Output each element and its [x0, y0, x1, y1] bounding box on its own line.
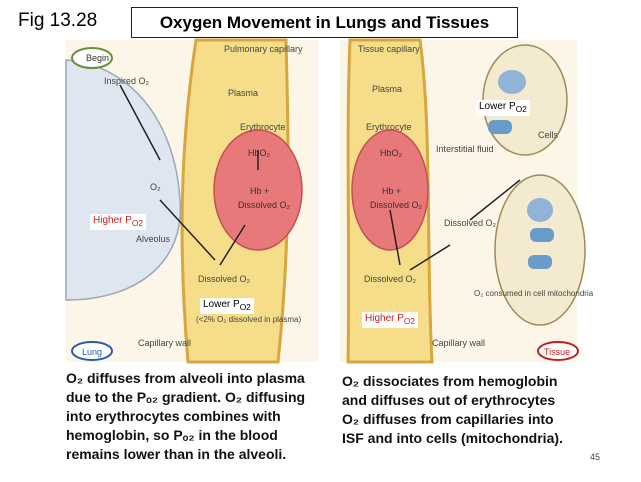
nucleus-top	[498, 70, 526, 94]
tissue-badge	[537, 341, 579, 361]
tag-lower-po2-lung-text: Lower P	[203, 299, 240, 310]
caption-left-line: hemoglobin, so Pₒ₂ in the blood	[66, 427, 278, 443]
lbl-lung-capillary-wall: Capillary wall	[138, 338, 191, 348]
tag-lower-po2-tissue-text: Lower P	[479, 101, 516, 112]
lbl-tissue-capillary: Tissue capillary	[358, 44, 420, 54]
lbl-tissue-hbo2: HbO₂	[380, 148, 403, 158]
tag-lower-po2-lung: Lower PO2	[200, 298, 254, 314]
alveolus-shape	[65, 59, 182, 301]
lbl-begin: Begin	[86, 53, 109, 63]
lbl-lung-hb-plus: Hb +	[250, 186, 269, 196]
mito-1-icon	[488, 120, 512, 134]
arrow-inspired	[119, 84, 161, 161]
tag-higher-po2-lung: Higher PO2	[90, 214, 147, 230]
lbl-lung-erythrocyte: Erythrocyte	[240, 122, 286, 132]
lbl-tissue-capillary-wall: Capillary wall	[432, 338, 485, 348]
lbl-o2-consumed: O₂ consumed in cell mitochondria	[474, 289, 594, 298]
tag-sub-1: O2	[515, 104, 527, 114]
tag-sub-2: O2	[131, 218, 144, 228]
nucleus-bottom	[527, 198, 553, 222]
lbl-tissue-erythrocyte: Erythrocyte	[366, 122, 412, 132]
caption-right-line: O₂ dissociates from hemoglobin	[342, 373, 558, 389]
lbl-isf-dissolved: Dissolved O₂	[444, 218, 497, 228]
lbl-alveolus: Alveolus	[136, 234, 171, 244]
caption-right-line: O₂ diffuses from capillaries into	[342, 411, 554, 427]
tag-higher-po2-lung-text: Higher P	[93, 215, 132, 226]
arrow-to-cell	[469, 179, 521, 221]
tag-sub-3: O2	[239, 302, 251, 312]
lbl-tissue-dissolved-rbc: Dissolved O₂	[370, 200, 423, 210]
mito-2-icon	[530, 228, 554, 242]
lbl-inspired-o2: Inspired O₂	[104, 76, 150, 86]
arrow-to-isf	[409, 244, 451, 271]
lbl-lung-hbo2: HbO₂	[248, 148, 271, 158]
tissue-panel: Tissue capillary Plasma Erythrocyte HbO₂…	[340, 38, 594, 364]
lbl-lung-dissolved-rbc: Dissolved O₂	[238, 200, 291, 210]
caption-right: O₂ dissociates from hemoglobin and diffu…	[342, 372, 563, 448]
caption-right-line: and diffuses out of erythrocytes	[342, 392, 556, 408]
page-number: 45	[590, 452, 601, 462]
lbl-cells: Cells	[538, 130, 559, 140]
lung-badge	[71, 341, 113, 361]
mito-3-icon	[528, 255, 552, 269]
tag-lower-po2-tissue: Lower PO2	[476, 100, 530, 116]
begin-badge	[71, 47, 113, 69]
lbl-lung-badge: Lung	[82, 347, 102, 357]
lung-panel: Pulmonary capillary Begin Inspired O₂ Pl…	[65, 38, 318, 364]
caption-left-line: into erythrocytes combines with	[66, 408, 281, 424]
caption-left-line: due to the Pₒ₂ gradient. O₂ diffusing	[66, 389, 306, 405]
lbl-lung-plasma: Plasma	[228, 88, 258, 98]
tag-higher-po2-tissue-text: Higher P	[365, 313, 404, 324]
lbl-tissue-plasma: Plasma	[372, 84, 402, 94]
lbl-tissue-dissolved-plasma: Dissolved O₂	[364, 274, 417, 284]
lbl-lung-dissolved: Dissolved O₂	[198, 274, 251, 284]
lbl-tissue-badge: Tissue	[544, 347, 570, 357]
lbl-tissue-hb-plus: Hb +	[382, 186, 401, 196]
tag-sub-4: O2	[403, 316, 416, 326]
arrow-to-plasma	[159, 199, 216, 261]
arrow-to-rbc	[219, 224, 246, 266]
tag-higher-po2-tissue: Higher PO2	[362, 312, 419, 328]
figure-label: Fig 13.28	[18, 10, 98, 31]
tissue-erythrocyte-shape	[351, 129, 429, 251]
lbl-interstitial: Interstitial fluid	[436, 144, 494, 154]
title-box: Oxygen Movement in Lungs and Tissues	[131, 7, 518, 38]
caption-left: O₂ diffuses from alveoli into plasma due…	[66, 369, 305, 464]
caption-right-line: ISF and into cells (mitochondria).	[342, 430, 563, 446]
slide-title: Oxygen Movement in Lungs and Tissues	[159, 12, 490, 32]
lung-erythrocyte-shape	[213, 129, 303, 251]
caption-left-line: O₂ diffuses from alveoli into plasma	[66, 370, 305, 386]
caption-left-line: remains lower than in the alveoli.	[66, 446, 287, 462]
arrow-out-rbc	[389, 209, 401, 266]
lbl-less-than-2pct: (<2% O₂ dissolved in plasma)	[196, 315, 301, 324]
tissue-cell-bottom	[494, 174, 586, 326]
lbl-lung-o2: O₂	[150, 182, 161, 192]
lbl-pulmonary-capillary: Pulmonary capillary	[224, 44, 303, 54]
